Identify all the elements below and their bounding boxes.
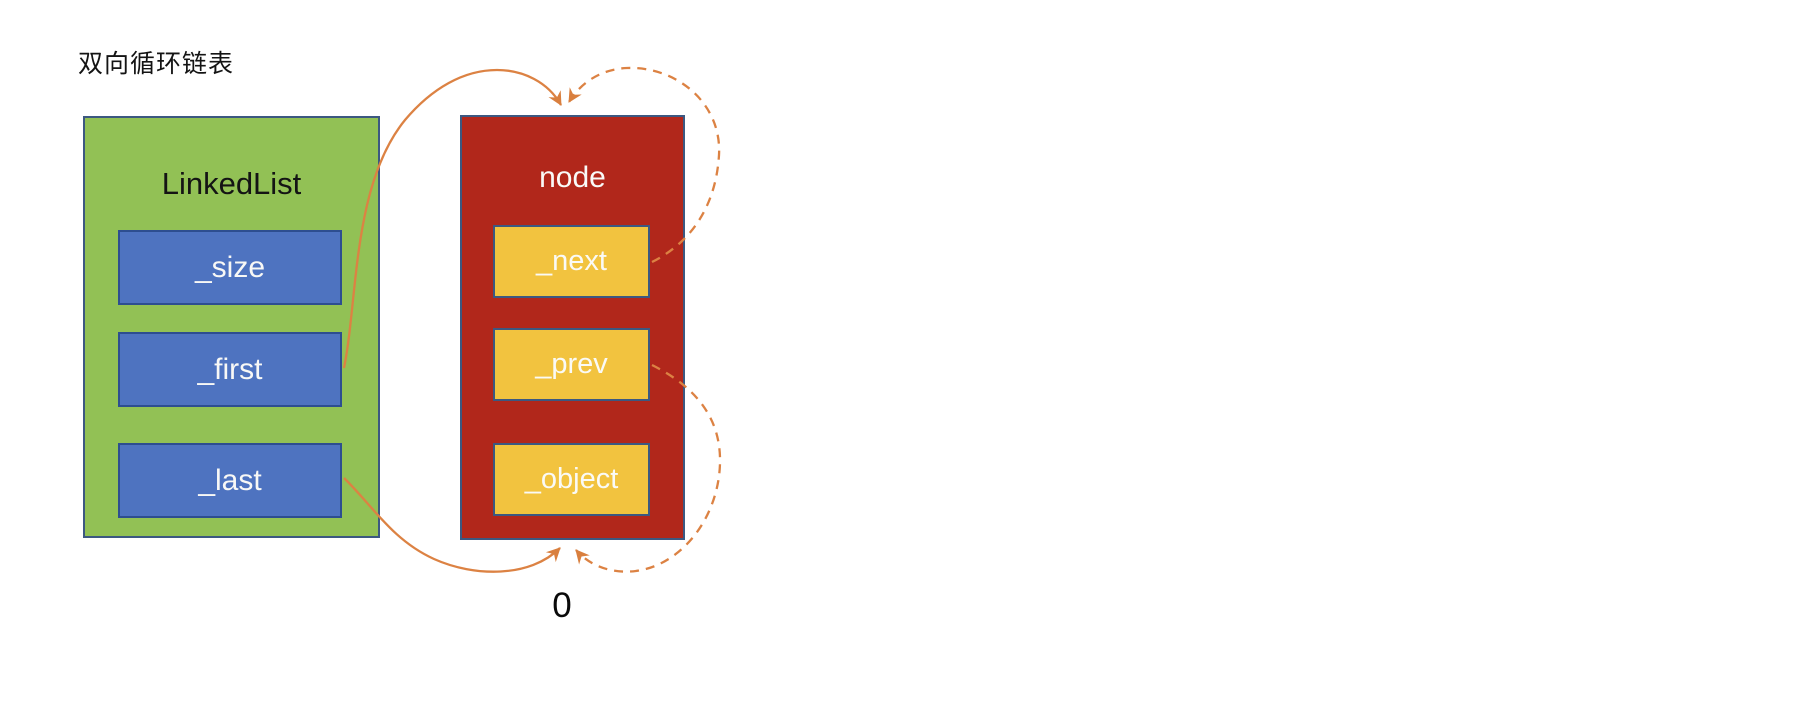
node-class-box: node _next _prev _object <box>460 115 685 540</box>
node-class-label: node <box>539 161 606 194</box>
linkedlist-class-label: LinkedList <box>161 166 302 201</box>
diagram-title: 双向循环链表 <box>78 50 235 78</box>
node-field-next: _next <box>493 225 650 298</box>
node-field-object: _object <box>493 443 650 516</box>
linkedlist-field-last: _last <box>118 443 342 518</box>
node-index-label: 0 <box>552 586 572 625</box>
linkedlist-field-size: _size <box>118 230 342 305</box>
linkedlist-class-box: LinkedList _size _first _last <box>83 116 380 538</box>
node-field-prev: _prev <box>493 328 650 401</box>
linkedlist-field-first: _first <box>118 332 342 407</box>
